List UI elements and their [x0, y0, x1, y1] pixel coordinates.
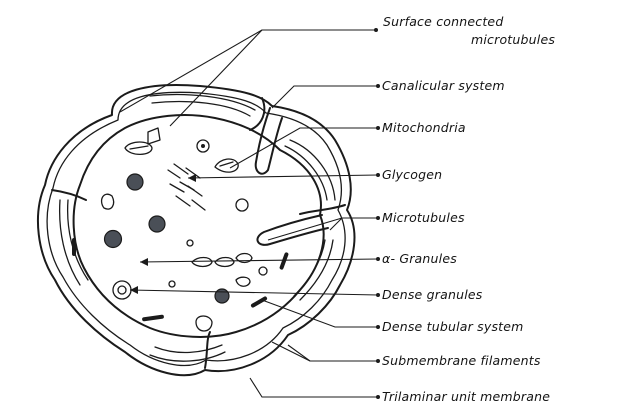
vesicle-2: [148, 128, 160, 144]
submembrane-line-8: [294, 240, 325, 296]
submembrane-line-7: [300, 240, 333, 300]
inner-membrane: [74, 115, 324, 337]
label-canalicular-system: Canalicular system: [382, 78, 505, 94]
vesicle-1: [102, 194, 114, 209]
leader-alpha: [140, 259, 378, 262]
alpha-granule-3: [236, 199, 248, 211]
submembrane-line-3: [60, 200, 80, 285]
dense-tubule-1: [142, 314, 164, 321]
leader-trilaminar: [250, 378, 378, 397]
notch-left: [52, 190, 86, 200]
leader-dense-granules: [130, 290, 378, 295]
leader-submembrane: [288, 345, 378, 361]
label-glycogen: Glycogen: [382, 167, 442, 183]
dense-tubule-4: [279, 252, 289, 270]
label-surface-connected: Surface connected: [383, 14, 503, 30]
label-alpha-granules: α- Granules: [382, 251, 457, 267]
label-submembrane-filaments: Submembrane filaments: [382, 353, 541, 369]
leader-canalicular: [272, 86, 378, 108]
vesicle-4: [236, 277, 250, 286]
dense-tubule-2: [250, 296, 268, 308]
vesicle-3: [196, 316, 212, 331]
dense-granule-1: [127, 174, 143, 190]
submembrane-line-6: [155, 345, 222, 353]
arrowhead-alpha: [140, 258, 148, 266]
submembrane-line-5: [150, 352, 225, 361]
submembrane-line-10: [285, 146, 327, 200]
submembrane-line-9: [290, 140, 335, 200]
label-dots: [374, 28, 380, 399]
arrowhead-glycogen: [188, 174, 196, 182]
label-mitochondria: Mitochondria: [382, 120, 466, 136]
dense-granule-4: [215, 289, 229, 303]
leader-surface-microtubules: [170, 30, 375, 126]
label-dense-tubular-system: Dense tubular system: [382, 319, 524, 335]
dense-granule-2: [149, 216, 165, 232]
dense-granule-3: [105, 231, 122, 248]
dense-tubule-3: [72, 238, 76, 256]
alpha-granule-5: [187, 240, 193, 246]
glycogen-particles: [168, 164, 205, 210]
submembrane-line-2: [152, 102, 250, 116]
label-trilaminar-unit-membrane: Trilaminar unit membrane: [382, 389, 550, 405]
label-dense-granules: Dense granules: [382, 287, 482, 303]
label-microtubules-surface: microtubules: [471, 32, 555, 48]
alpha-granule-4: [259, 267, 267, 275]
alpha-granule-2: [113, 281, 131, 299]
microtubule-channel: [257, 215, 328, 245]
alpha-granule-row: [192, 254, 252, 267]
alpha-granule-6: [169, 281, 175, 287]
label-microtubules: Microtubules: [382, 210, 465, 226]
